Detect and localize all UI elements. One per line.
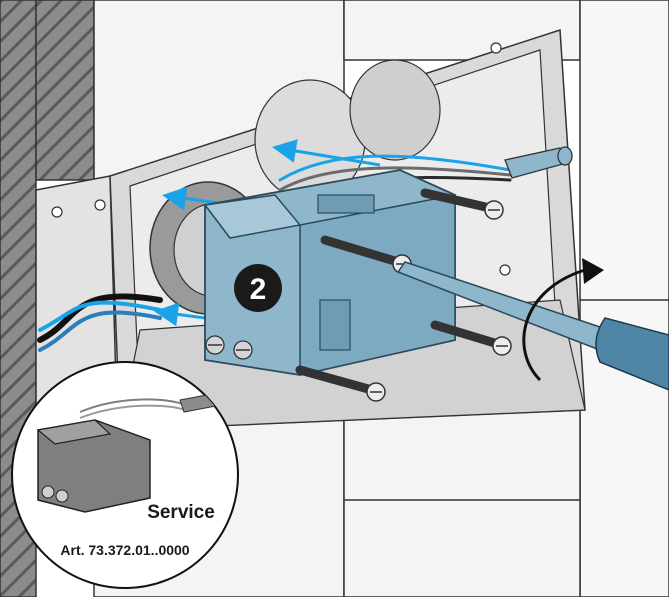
step-number: 2 [250,273,267,306]
step-badge: 2 [234,264,282,312]
mounting-screws [295,188,512,402]
control-module [203,169,456,376]
rotation-arrow-icon [522,258,604,382]
screw-icon [295,365,386,402]
insertion-arrow-icon [272,139,381,167]
cable-pin [504,146,573,179]
service-inset: Service Art. 73.372.01..0000 [11,361,239,589]
article-number: Art. 73.372.01..0000 [60,542,189,558]
screw-icon [420,188,504,220]
screw-icon [430,320,512,356]
screwdriver-icon [396,261,669,391]
service-label: Service [147,502,215,523]
